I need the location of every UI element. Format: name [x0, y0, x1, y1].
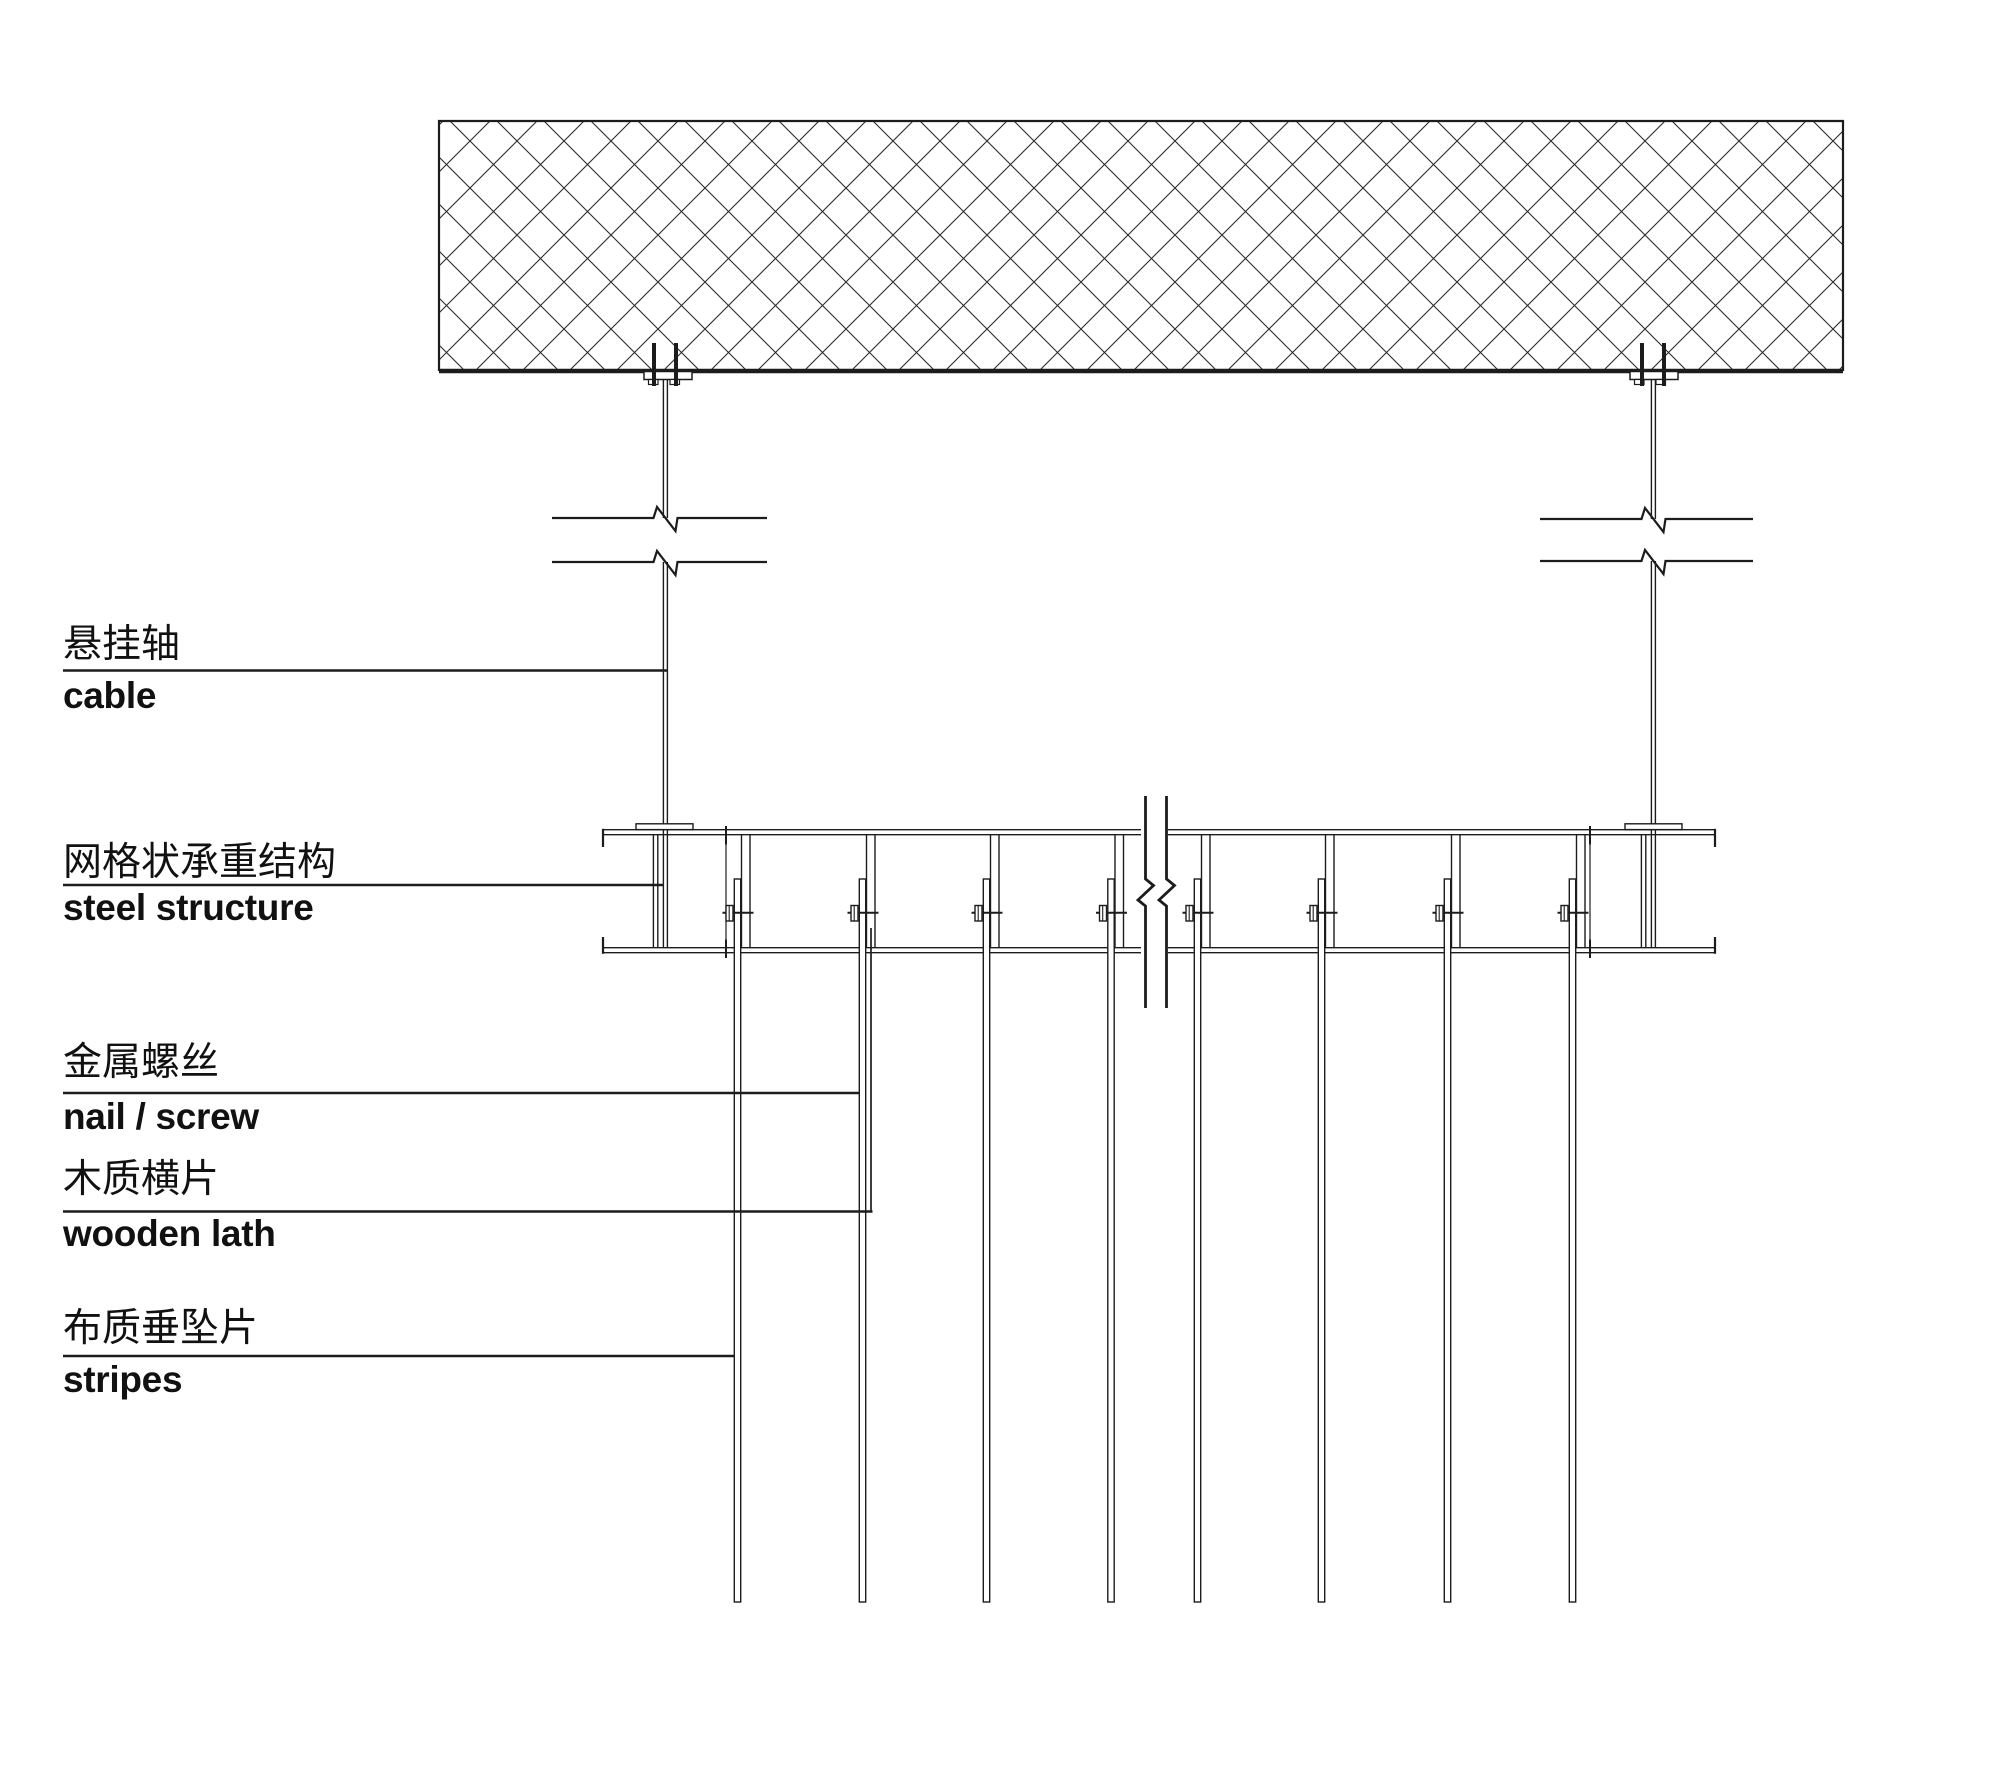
leader-lines: [63, 669, 873, 1358]
slab-outline: [437, 119, 1845, 371]
label-stripes-zh: 布质垂坠片: [63, 1306, 259, 1351]
anchor-plate: [643, 370, 693, 381]
anchor-plate: [1629, 370, 1679, 381]
fabric-strip: [1443, 878, 1452, 1603]
label-stripes-en: stripes: [63, 1359, 183, 1400]
label-wooden-lath-zh: 木质横片: [63, 1157, 220, 1202]
beam-end-caps: [601, 828, 1717, 954]
cable-bearing-plate-right: [1624, 823, 1683, 831]
fabric-strip: [733, 878, 742, 1603]
steel-structure: [601, 826, 1717, 958]
cable-bearing-plate-left: [635, 823, 694, 831]
label-cable-zh: 悬挂轴: [63, 622, 181, 667]
hanger-column-right: [1640, 829, 1657, 948]
concrete-slab: [437, 119, 1845, 374]
anchor-right: [1629, 343, 1679, 386]
cable-break-symbol-right: [1540, 505, 1753, 577]
fabric-strip: [1568, 878, 1577, 1603]
cable-break-symbol-left: [552, 504, 767, 578]
suspension-cable-right: [1650, 379, 1657, 825]
fabric-strip: [1193, 878, 1202, 1603]
structure-break-symbol: [1135, 796, 1177, 1008]
fabric-strip: [1107, 878, 1115, 1603]
label-steel-structure-zh: 网格状承重结构: [63, 840, 337, 885]
hanger-assembly: [1182, 834, 1214, 1603]
label-wooden-lath-en: wooden lath: [63, 1213, 276, 1254]
suspension-cable-left: [662, 379, 669, 825]
hanger-assembly: [1432, 834, 1464, 1603]
fabric-strip: [982, 878, 991, 1603]
hanger-assembly: [847, 834, 879, 1603]
hanger-assemblies: [722, 834, 1589, 1603]
hanger-assembly: [722, 834, 754, 1603]
hanger-column-left: [652, 829, 669, 948]
hanger-assembly: [971, 834, 1003, 1603]
hanger-assembly: [1096, 834, 1127, 1603]
beam-splice-joint: [725, 826, 1591, 958]
label-nail-screw-zh: 金属螺丝: [63, 1040, 220, 1085]
label-nail-screw-en: nail / screw: [63, 1096, 259, 1137]
hanger-assembly: [1557, 834, 1589, 1603]
hanger-assembly: [1306, 834, 1338, 1603]
fabric-strip: [1317, 878, 1326, 1603]
anchor-left: [643, 343, 693, 386]
label-cable-en: cable: [63, 675, 157, 716]
label-steel-structure-en: steel structure: [63, 887, 314, 928]
fabric-strip: [858, 878, 867, 1603]
top-flange: [603, 829, 1715, 836]
bottom-flange: [603, 947, 1715, 954]
slab-hatch: [439, 121, 1843, 371]
